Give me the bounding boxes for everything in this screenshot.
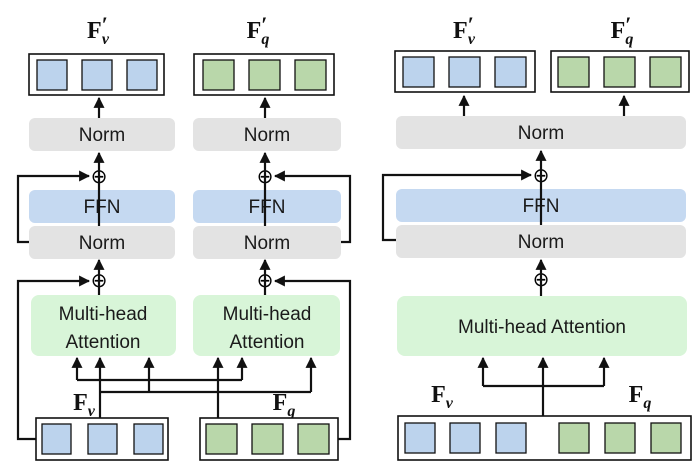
left-visual-output-tokens bbox=[28, 53, 165, 96]
left-query-branch: F′q Norm FFN Norm Multi-head Attention ⊕… bbox=[193, 12, 341, 461]
left-visual-norm-bottom: Norm bbox=[29, 226, 175, 259]
visual-token bbox=[41, 423, 72, 455]
visual-token bbox=[81, 59, 113, 91]
svg-text:Attention: Attention bbox=[230, 332, 305, 353]
left-query-norm-top: Norm bbox=[193, 118, 341, 151]
svg-text:Norm: Norm bbox=[244, 233, 290, 254]
visual-token bbox=[36, 59, 68, 91]
query-token bbox=[649, 56, 682, 88]
left-query-output-label: F′q bbox=[247, 12, 270, 48]
right-input-tokens bbox=[397, 415, 692, 461]
left-visual-attention: Multi-head Attention bbox=[31, 295, 176, 356]
query-token bbox=[294, 59, 327, 91]
left-query-attention: Multi-head Attention bbox=[193, 295, 340, 356]
visual-token bbox=[404, 422, 436, 454]
visual-token bbox=[495, 422, 527, 454]
left-visual-branch: F′v Norm FFN Norm Multi-head Attention bbox=[28, 12, 176, 461]
visual-token bbox=[449, 422, 481, 454]
left-connectors bbox=[16, 96, 352, 441]
right-norm-top: Norm bbox=[396, 116, 686, 149]
right-visual-input-label: Fv bbox=[431, 382, 454, 412]
left-visual-norm-top: Norm bbox=[29, 118, 175, 151]
query-token bbox=[558, 422, 590, 454]
svg-text:Norm: Norm bbox=[79, 233, 125, 254]
query-token bbox=[557, 56, 590, 88]
right-visual-output-tokens bbox=[394, 50, 536, 93]
svg-text:Multi-head Attention: Multi-head Attention bbox=[458, 317, 626, 338]
right-query-output-label: F′q bbox=[611, 12, 634, 48]
visual-token bbox=[448, 56, 481, 88]
svg-text:Multi-head: Multi-head bbox=[59, 304, 148, 325]
left-visual-input-label: Fv bbox=[73, 390, 96, 420]
query-token bbox=[205, 423, 238, 455]
svg-text:Multi-head: Multi-head bbox=[223, 304, 312, 325]
svg-text:FFN: FFN bbox=[249, 197, 286, 218]
visual-token bbox=[87, 423, 118, 455]
svg-text:FFN: FFN bbox=[84, 197, 121, 218]
right-connectors bbox=[381, 94, 630, 416]
query-token bbox=[248, 59, 281, 91]
right-query-output-tokens bbox=[550, 50, 690, 93]
left-visual-input-tokens bbox=[35, 417, 169, 461]
left-query-input-tokens bbox=[199, 417, 339, 461]
query-token bbox=[603, 56, 636, 88]
svg-text:Norm: Norm bbox=[79, 125, 125, 146]
query-token bbox=[251, 423, 284, 455]
right-visual-output-label: F′v bbox=[453, 12, 476, 48]
query-token bbox=[202, 59, 235, 91]
visual-token bbox=[402, 56, 435, 88]
query-token bbox=[604, 422, 636, 454]
right-norm-bottom: Norm bbox=[396, 225, 686, 258]
query-token bbox=[297, 423, 330, 455]
left-query-norm-bottom: Norm bbox=[193, 226, 341, 259]
svg-text:Attention: Attention bbox=[66, 332, 141, 353]
left-visual-output-label: F′v bbox=[87, 12, 110, 48]
visual-token bbox=[126, 59, 158, 91]
visual-token bbox=[133, 423, 164, 455]
right-query-input-label: Fq bbox=[629, 382, 652, 412]
left-visual-ffn: FFN bbox=[29, 190, 175, 223]
svg-text:Norm: Norm bbox=[244, 125, 290, 146]
left-query-output-tokens bbox=[193, 53, 335, 96]
left-query-ffn: FFN bbox=[193, 190, 341, 223]
visual-token bbox=[494, 56, 527, 88]
right-attention: Multi-head Attention bbox=[397, 296, 687, 356]
left-query-input-label: Fq bbox=[273, 390, 296, 420]
svg-text:Norm: Norm bbox=[518, 232, 564, 253]
svg-text:Norm: Norm bbox=[518, 123, 564, 144]
query-token bbox=[650, 422, 682, 454]
